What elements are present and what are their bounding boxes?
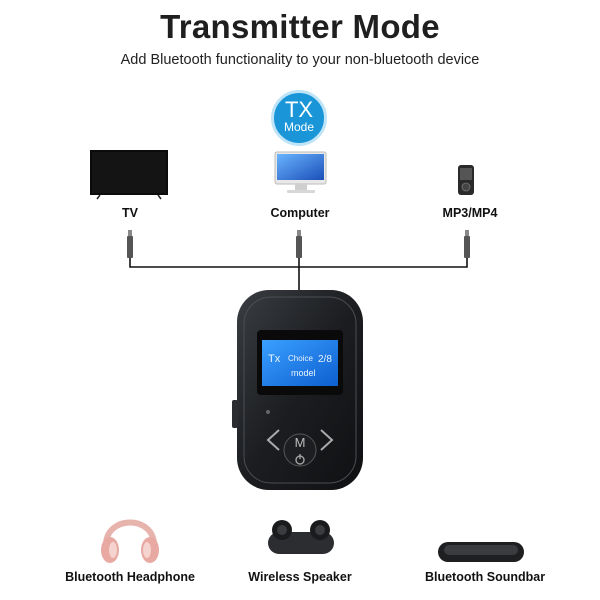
output-label-soundbar: Bluetooth Soundbar: [424, 570, 546, 584]
tv-icon: [90, 150, 168, 200]
computer-icon: [274, 151, 327, 193]
page-title: Transmitter Mode: [160, 8, 440, 45]
tx-mode-badge: TX Mode: [271, 90, 327, 146]
screen-text-choice: Choice: [288, 354, 313, 363]
output-label-headphone: Bluetooth Headphone: [65, 570, 195, 584]
source-label-computer: Computer: [270, 206, 330, 220]
page-subtitle: Add Bluetooth functionality to your non-…: [120, 52, 480, 68]
mp3-player-icon: [458, 165, 474, 195]
output-label-speaker: Wireless Speaker: [248, 570, 352, 584]
badge-line2: Mode: [283, 120, 315, 134]
screen-text-count: 2/8: [318, 354, 332, 365]
source-label-tv: TV: [122, 206, 138, 220]
jack-plug-icon: [127, 230, 470, 258]
earbuds-icon: [268, 520, 334, 554]
headphone-icon: [101, 519, 159, 563]
audio-cable-lines: [129, 258, 468, 294]
badge-line1: TX: [284, 97, 314, 122]
screen-text-model: model: [291, 368, 316, 378]
screen-text-tx: Tx: [268, 353, 281, 365]
soundbar-icon: [438, 542, 524, 562]
source-label-mp3: MP3/MP4: [442, 206, 498, 220]
transmitter-device: [232, 290, 363, 490]
m-button-label: M: [295, 435, 306, 450]
